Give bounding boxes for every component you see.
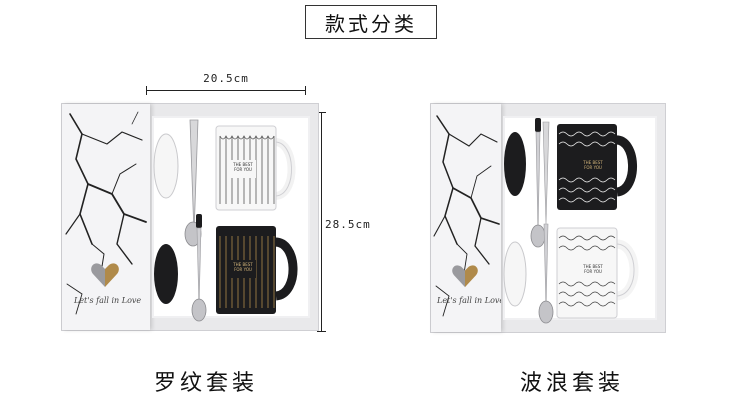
spoon-handle — [542, 121, 550, 225]
height-dimension-line — [317, 112, 326, 332]
spoon-bowl — [538, 300, 554, 324]
heart-logo-icon — [452, 265, 478, 288]
spoon-handle — [535, 131, 541, 235]
mug-label: THE BEST FOR YOU — [583, 160, 603, 170]
lid-slogan: Let's fall in Love — [437, 296, 501, 305]
black-ribbed-mug — [216, 226, 298, 314]
white-saucer — [503, 241, 527, 307]
lid-slogan: Let's fall in Love — [74, 296, 142, 305]
spoon-bowl — [191, 298, 207, 322]
black-wave-mug — [557, 124, 637, 210]
mug-label: THE BEST FOR YOU — [233, 162, 253, 172]
spoon-handle — [543, 223, 549, 311]
set-caption: 波浪套装 — [520, 371, 625, 396]
ribbed-gift-set: Let's fall in Love — [62, 104, 318, 330]
set-caption: 罗纹套装 — [154, 371, 259, 396]
marble-pattern — [433, 115, 500, 317]
height-dimension-label: 28.5cm — [325, 218, 371, 231]
black-saucer — [504, 132, 526, 196]
black-saucer — [154, 244, 178, 304]
marble-lid: Let's fall in Love — [431, 104, 501, 332]
heart-logo-icon — [91, 263, 119, 287]
white-saucer — [153, 133, 179, 199]
category-title: 款式分类 — [305, 5, 437, 39]
wave-gift-set: Let's fall in Love — [431, 104, 665, 332]
spoon-handle — [189, 119, 199, 235]
mug-label: THE BEST FOR YOU — [233, 262, 253, 272]
ribbed-set-contents — [153, 119, 298, 322]
white-wave-mug — [556, 227, 639, 319]
width-dimension-label: 20.5cm — [203, 72, 249, 85]
marble-lid: Let's fall in Love — [62, 104, 150, 330]
width-dimension-line — [146, 86, 306, 95]
marble-pattern — [65, 111, 147, 315]
mug-label: THE BEST FOR YOU — [583, 264, 603, 274]
wave-set-contents — [503, 118, 639, 324]
spoon-bowl — [530, 224, 546, 248]
spoon-handle — [196, 227, 202, 310]
white-ribbed-mug — [215, 125, 296, 211]
